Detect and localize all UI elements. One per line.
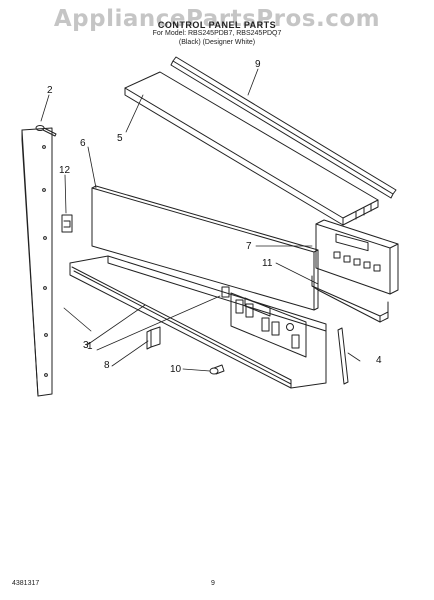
callout-11: 11 (262, 258, 273, 269)
part-8-switch (146, 326, 161, 350)
part-11-bracket (311, 275, 389, 323)
callout-5: 5 (117, 133, 123, 144)
callout-2: 2 (47, 85, 53, 96)
part-7-control-board (315, 219, 399, 295)
callout-1: 1 (87, 341, 93, 352)
part-6-panel-overlay (91, 185, 319, 311)
callout-10: 10 (170, 364, 182, 375)
model-line: For Model: RBS245PDB7, RBS245PDQ7 (152, 30, 282, 37)
part-10-knob (209, 364, 225, 375)
part-4-gasket (337, 327, 349, 385)
part-5-top-channel (124, 71, 379, 226)
color-line: (Black) (Designer White) (178, 39, 256, 46)
part-2-screw (35, 125, 57, 137)
watermark: AppliancePartsPros.com (53, 6, 381, 32)
part-9-top-trim (170, 56, 397, 199)
callout-8: 8 (104, 360, 110, 371)
callout-3: 3 (83, 340, 89, 351)
diagram-title: CONTROL PANEL PARTS (157, 20, 277, 30)
part-3-side-bracket (21, 127, 53, 397)
callout-4: 4 (376, 355, 382, 366)
callout-9: 9 (255, 59, 261, 70)
leader-lines (40, 68, 361, 372)
callout-7: 7 (246, 241, 252, 252)
part-1-control-panel (69, 255, 327, 389)
page-number: 9 (211, 580, 215, 587)
callout-12: 12 (59, 165, 71, 176)
doc-number: 4381317 (12, 580, 40, 587)
callout-6: 6 (80, 138, 86, 149)
part-12-clip (61, 214, 73, 233)
